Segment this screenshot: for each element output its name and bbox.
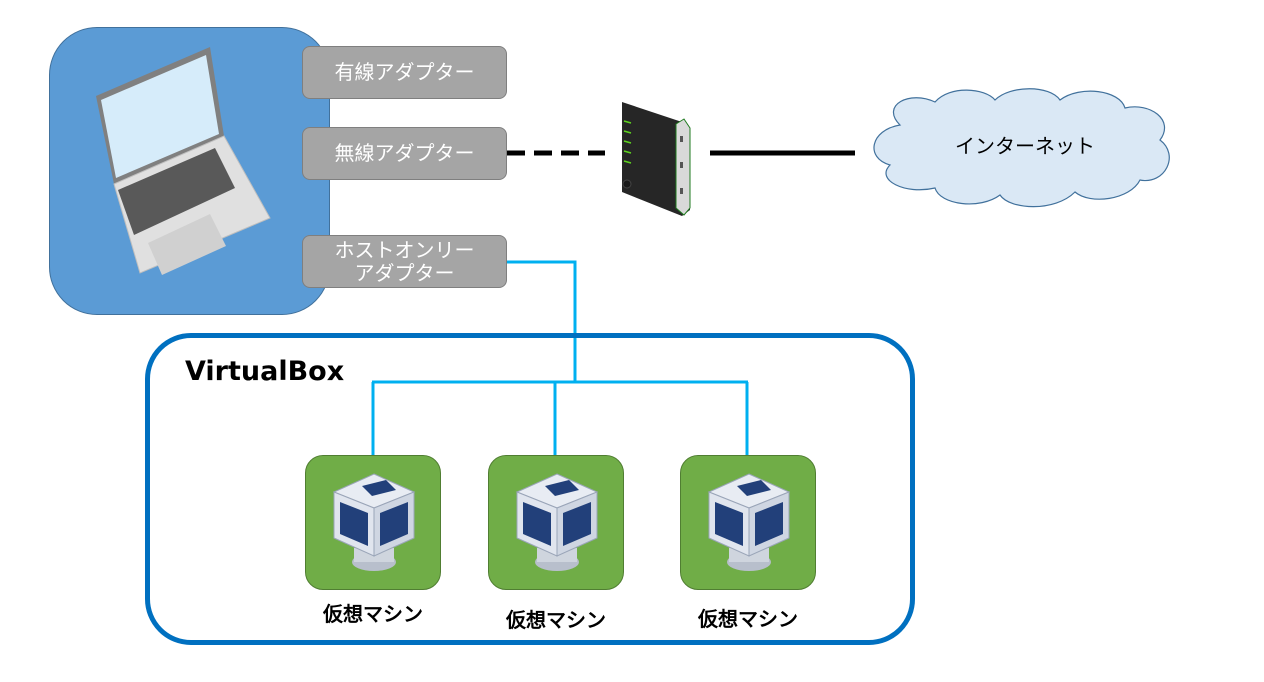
- vm-tile-3: [680, 455, 816, 590]
- wireless-adapter-label: 無線アダプター: [334, 141, 475, 165]
- virtualbox-frame: [145, 333, 915, 645]
- vm-label-3: 仮想マシン: [698, 607, 798, 631]
- vm-tile-1: [305, 455, 441, 590]
- vm-label-1: 仮想マシン: [323, 602, 423, 626]
- host-only-adapter-label-line1: ホストオンリー: [334, 237, 475, 262]
- host-only-link: [507, 260, 577, 382]
- host-only-adapter: ホストオンリー アダプター: [302, 235, 507, 288]
- laptop-icon: [96, 47, 271, 275]
- wired-adapter-label: 有線アダプター: [334, 60, 475, 84]
- host-pc-panel: [49, 27, 330, 315]
- internet-label: インターネット: [955, 134, 1095, 158]
- host-only-adapter-label-line2: アダプター: [354, 260, 455, 285]
- virtualbox-logo-icon: [332, 473, 416, 571]
- wired-adapter: 有線アダプター: [302, 46, 507, 99]
- router-icon: [622, 102, 691, 216]
- wireless-adapter: 無線アダプター: [302, 127, 507, 180]
- internet-cloud-icon: [873, 88, 1170, 208]
- virtualbox-logo-icon: [707, 473, 791, 571]
- vm-tile-2: [488, 455, 624, 590]
- virtualbox-title: VirtualBox: [185, 356, 345, 387]
- vm-label-2: 仮想マシン: [506, 608, 606, 632]
- virtualbox-logo-icon: [515, 473, 599, 571]
